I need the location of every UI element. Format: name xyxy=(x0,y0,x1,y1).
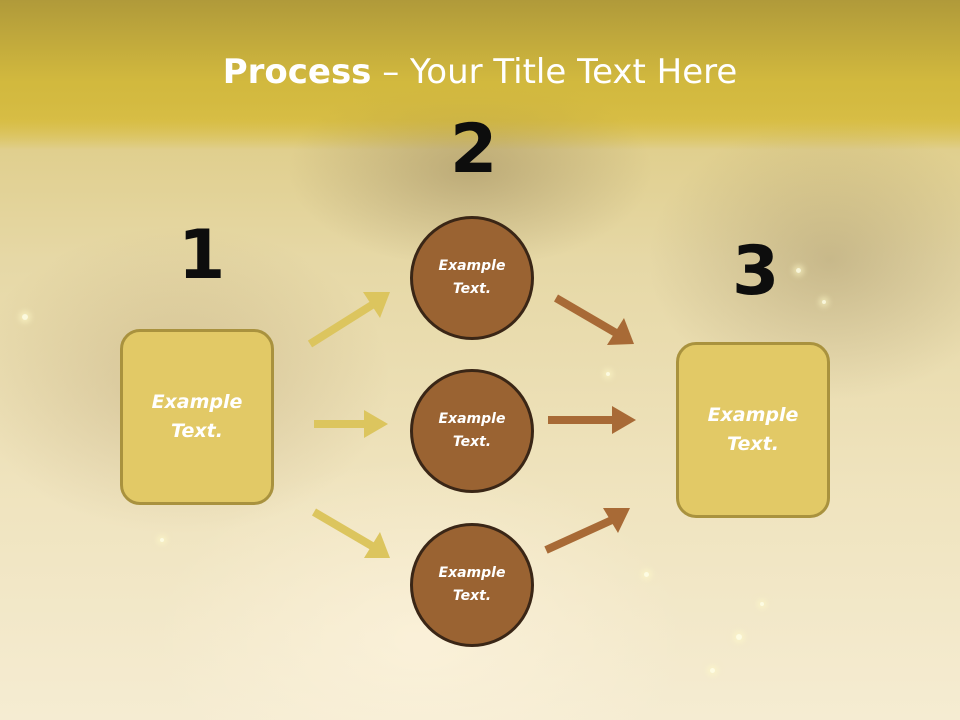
arrow-left-top xyxy=(307,301,375,348)
circle-middle: Example Text. xyxy=(410,369,534,493)
arrow-left-bottom xyxy=(311,508,375,550)
step-number-3: 3 xyxy=(732,232,780,311)
step-number-2: 2 xyxy=(450,110,498,189)
sparkle xyxy=(644,572,649,577)
arrow-left-middle-head xyxy=(364,410,388,438)
step-box-1-label: Example Text. xyxy=(151,391,243,442)
arrow-left-top-head xyxy=(363,292,390,318)
step-number-1: 1 xyxy=(178,216,226,295)
sparkle xyxy=(710,668,715,673)
arrow-right-bottom-head xyxy=(603,508,630,533)
sparkle xyxy=(606,372,610,376)
step-box-3: Example Text. xyxy=(676,342,830,518)
circle-bottom: Example Text. xyxy=(410,523,534,647)
sparkle xyxy=(160,538,164,542)
sparkle xyxy=(796,268,801,273)
title-rest: – Your Title Text Here xyxy=(371,52,738,92)
arrow-right-top-head xyxy=(607,318,634,345)
sparkle xyxy=(736,634,742,640)
title-bold: Process xyxy=(222,52,372,92)
circle-middle-label: Example Text. xyxy=(438,411,506,450)
arrow-right-bottom xyxy=(544,516,614,554)
sparkle xyxy=(760,602,764,606)
header-band xyxy=(0,0,960,150)
circle-bottom-label: Example Text. xyxy=(438,565,506,604)
sparkle xyxy=(822,300,826,304)
circle-top: Example Text. xyxy=(410,216,534,340)
circle-top-label: Example Text. xyxy=(438,258,506,297)
arrow-left-bottom-head xyxy=(364,532,390,558)
arrow-right-middle-head xyxy=(612,406,636,434)
step-box-3-label: Example Text. xyxy=(707,404,799,455)
sparkle xyxy=(22,314,28,320)
step-box-1: Example Text. xyxy=(120,329,274,505)
slide-title: Process – Your Title Text Here xyxy=(0,52,960,92)
arrow-right-top xyxy=(553,294,619,337)
